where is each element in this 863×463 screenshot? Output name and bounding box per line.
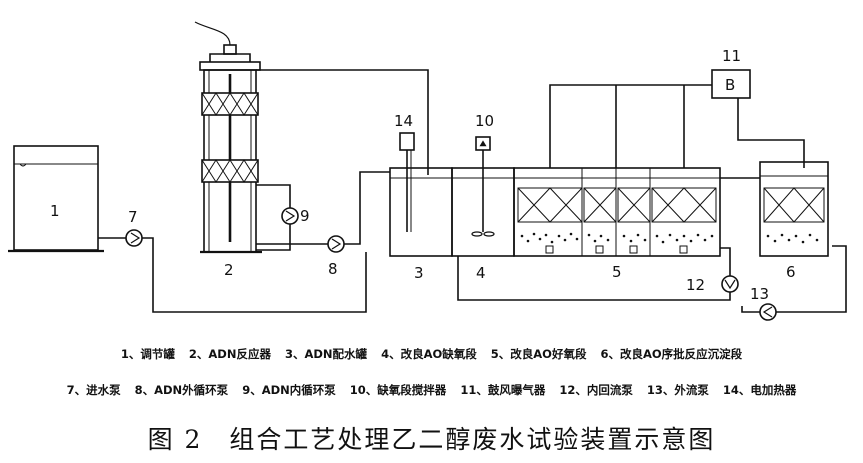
label-mixer-10: 10 — [475, 112, 494, 130]
label-tank-3: 3 — [414, 264, 424, 282]
label-blower-11: 11 — [722, 47, 741, 65]
feed-pump — [125, 229, 143, 247]
electric-heater — [399, 132, 415, 232]
label-section-4: 4 — [476, 264, 486, 282]
regulating-tank — [8, 145, 104, 253]
adn-water-tank — [389, 167, 453, 257]
legend-item: 12、内回流泵 — [559, 383, 633, 397]
legend-item: 8、ADN外循环泵 — [134, 383, 229, 397]
anoxic-mixer — [471, 136, 495, 237]
internal-circulation-pump — [281, 207, 299, 225]
blower-letter: B — [725, 76, 735, 94]
external-flow-pump — [759, 303, 777, 321]
legend-row-1: 1、调节罐 2、ADN反应器 3、ADN配水罐 4、改良AO缺氧段 5、改良AO… — [0, 346, 863, 362]
adn-external-circulation-pump — [327, 235, 345, 253]
process-diagram: 1 7 2 9 8 14 10 11 B 3 4 5 12 6 13 — [8, 21, 847, 321]
figure-caption: 图 2 组合工艺处理乙二醇废水试验装置示意图 — [147, 425, 716, 454]
legend-item: 14、电加热器 — [722, 383, 797, 397]
label-section-6: 6 — [786, 263, 796, 281]
legend-item: 10、缺氧段搅拌器 — [349, 383, 447, 397]
adn-reactor — [194, 21, 262, 254]
label-pump-7: 7 — [128, 208, 138, 226]
aerobic-section — [513, 167, 721, 257]
legend-item: 4、改良AO缺氧段 — [381, 347, 477, 361]
label-section-5: 5 — [612, 263, 622, 281]
sbr-settling-section — [759, 161, 829, 257]
legend-item: 11、鼓风曝气器 — [460, 383, 546, 397]
label-pump-13: 13 — [750, 285, 769, 303]
legend-item: 3、ADN配水罐 — [284, 347, 368, 361]
legend-item: 2、ADN反应器 — [188, 347, 271, 361]
legend-item: 9、ADN内循环泵 — [242, 383, 336, 397]
legend-item: 13、外流泵 — [646, 383, 709, 397]
label-pump-12: 12 — [686, 276, 705, 294]
legend-item: 7、进水泵 — [66, 383, 121, 397]
legend-item: 1、调节罐 — [120, 347, 175, 361]
legend-row-2: 7、进水泵 8、ADN外循环泵 9、ADN内循环泵 10、缺氧段搅拌器 11、鼓… — [0, 382, 863, 398]
label-pump-8: 8 — [328, 260, 338, 278]
label-heater-14: 14 — [394, 112, 413, 130]
label-reactor-2: 2 — [224, 261, 234, 279]
label-tank-1: 1 — [50, 202, 60, 220]
internal-return-pump — [721, 275, 739, 293]
blower-aerator — [711, 69, 751, 99]
label-pump-9: 9 — [300, 207, 310, 225]
legend-item: 5、改良AO好氧段 — [490, 347, 587, 361]
legend-item: 6、改良AO序批反应沉淀段 — [600, 347, 743, 361]
